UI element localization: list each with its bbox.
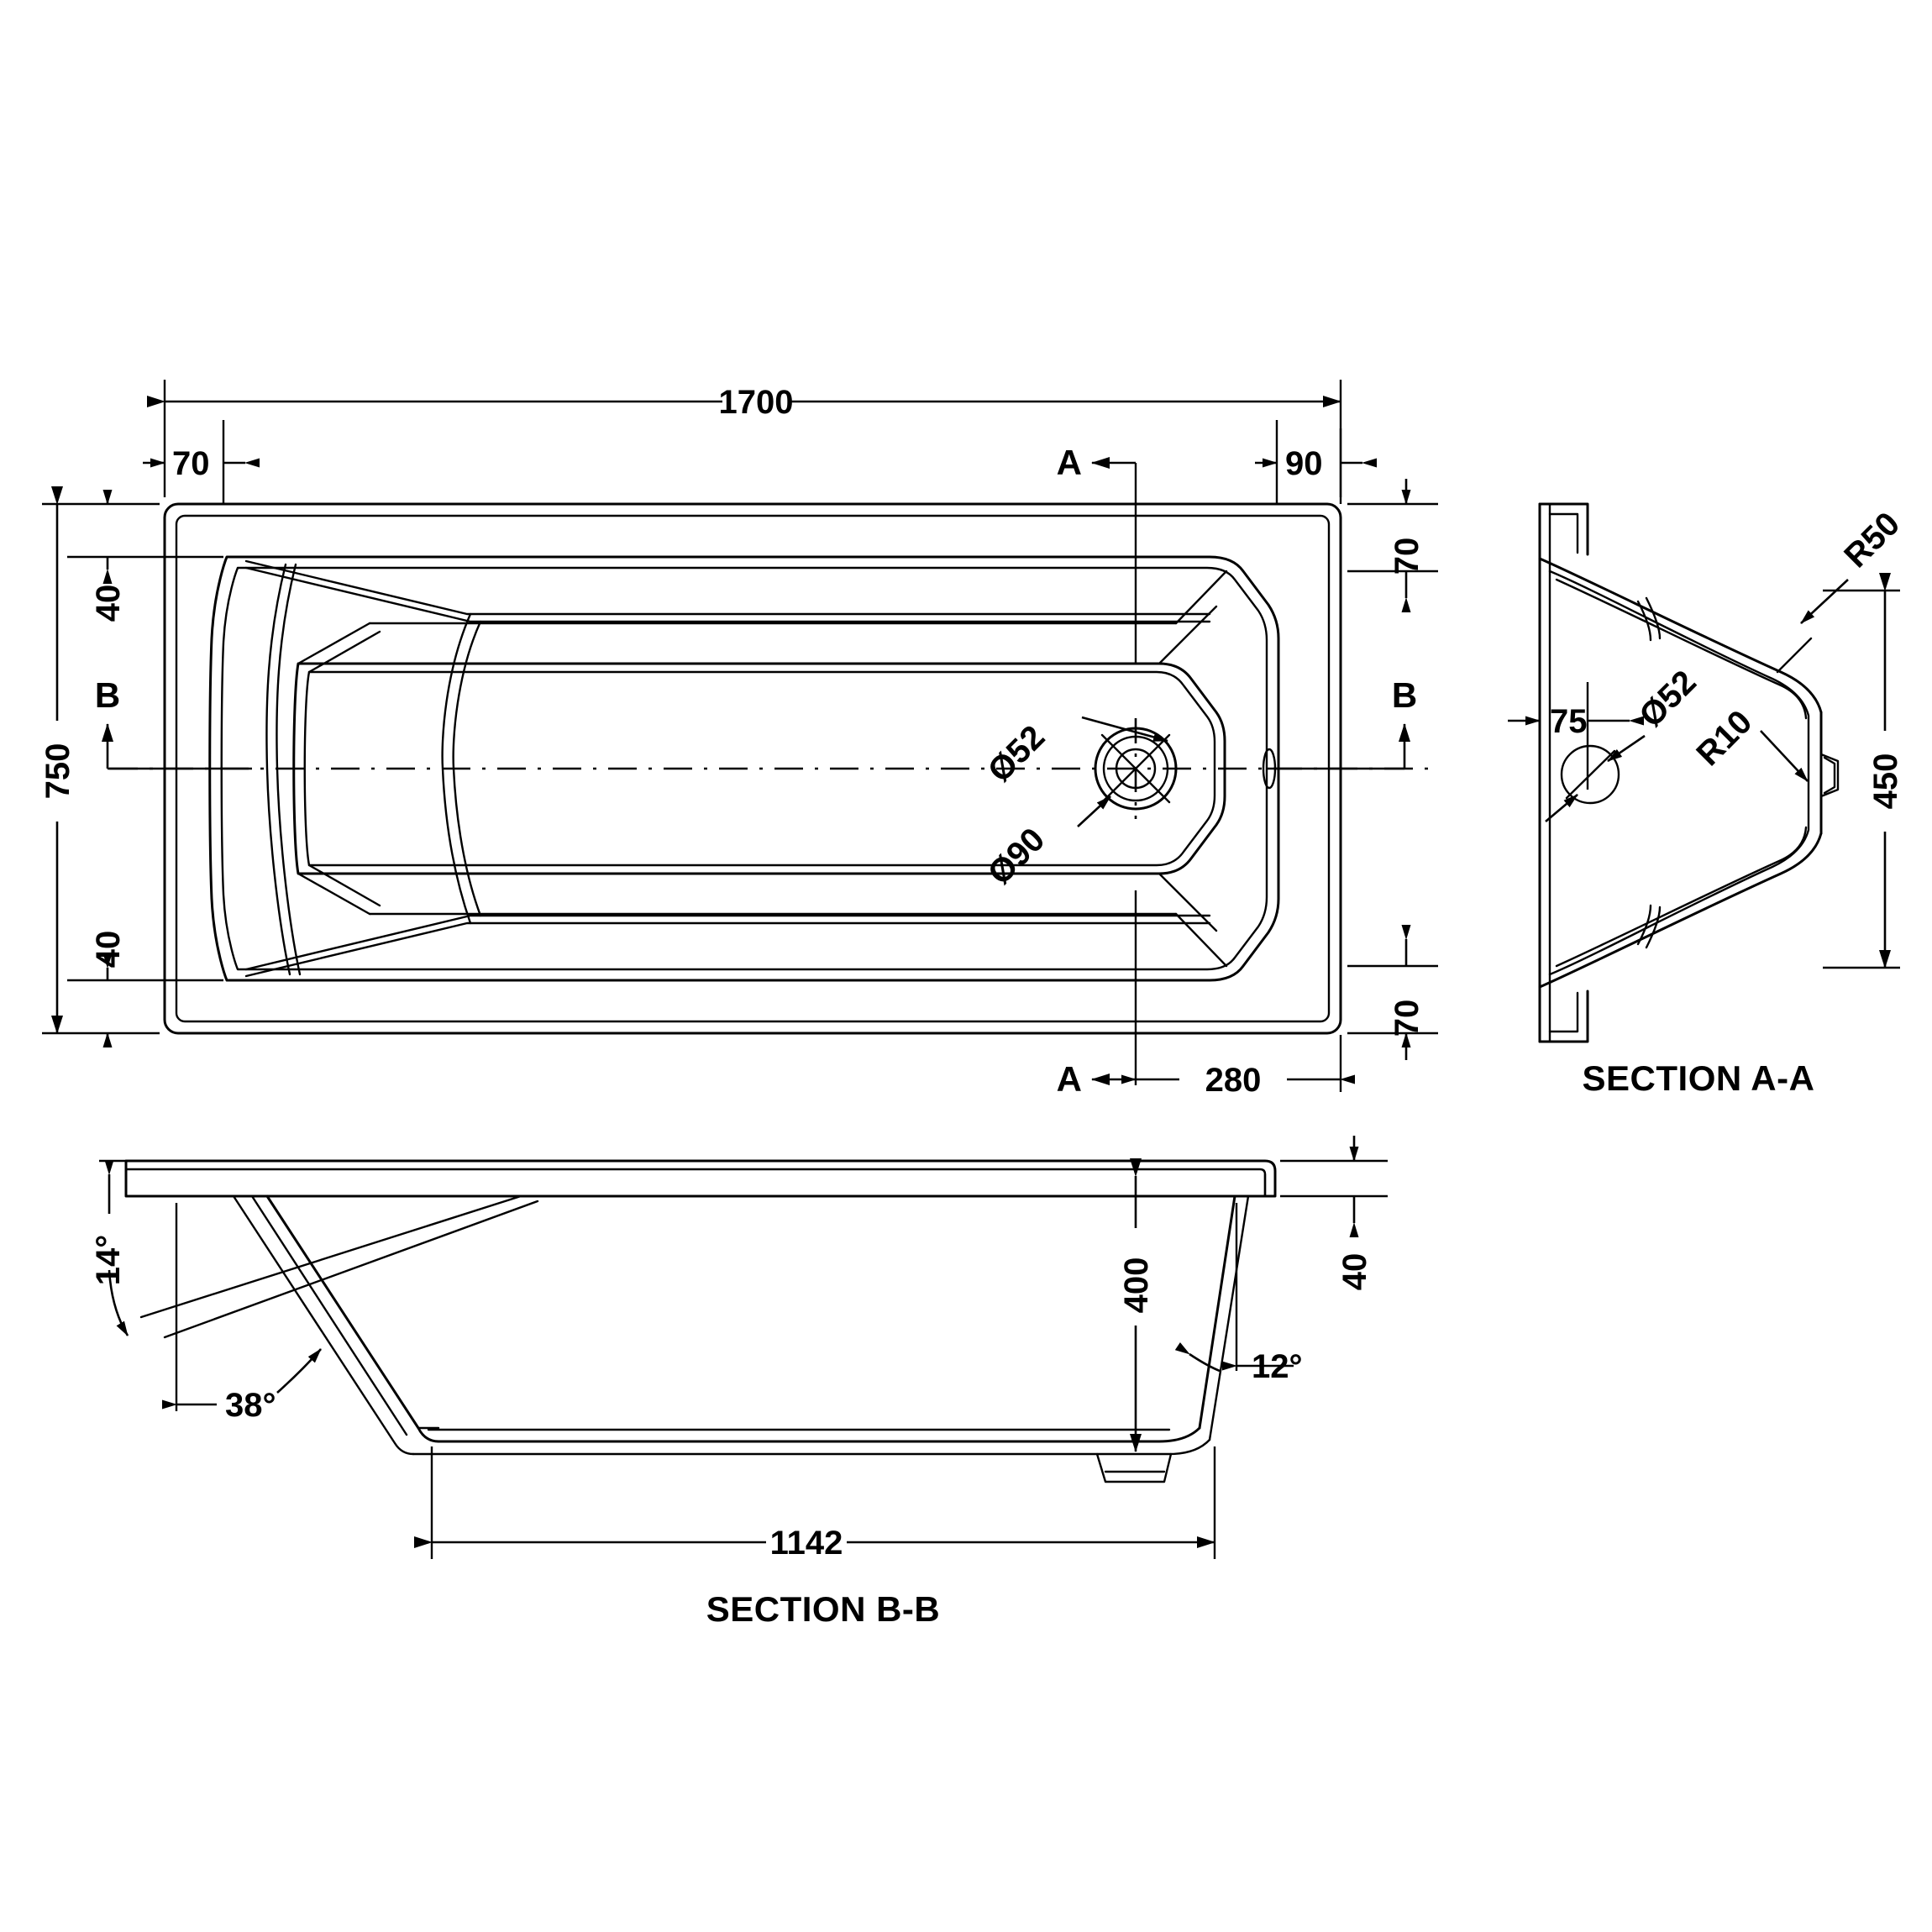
bottom-offset-label: 40 (90, 931, 127, 969)
bath-height-label: 450 (1867, 753, 1904, 810)
dim-section-bb-40: 40 (1280, 1136, 1388, 1290)
dim-section-aa-450: 450 (1823, 573, 1904, 969)
top-offset-label: 40 (90, 585, 127, 622)
section-aa-geometry (1538, 502, 1840, 1043)
base-length-label: 1142 (770, 1525, 843, 1562)
internal-depth-label: 400 (1118, 1257, 1155, 1314)
dim-right-bottom-offset: 70 (1347, 925, 1438, 1060)
section-a-bottom-letter: A (1057, 1059, 1082, 1099)
left-rim-label: 70 (172, 445, 210, 482)
right-bottom-offset-label: 70 (1389, 1000, 1425, 1037)
dim-section-bb-38deg: 38° (162, 1203, 322, 1424)
dim-bottom-offset: 40 (67, 931, 223, 1047)
section-mark-b-right: B (1267, 675, 1417, 770)
dim-section-bb-1142: 1142 (414, 1446, 1216, 1562)
section-aa-title: SECTION A-A (1583, 1058, 1815, 1098)
dim-top-offset: 40 (67, 490, 223, 622)
waste-outlet (1094, 718, 1178, 819)
section-a-top-letter: A (1057, 443, 1082, 482)
backrest-angle-label: 14° (90, 1235, 127, 1286)
dim-overall-length: 1700 (147, 380, 1342, 497)
section-b-right-letter: B (1392, 675, 1417, 715)
overall-length-label: 1700 (719, 384, 794, 421)
dim-section-bb-400: 400 (1118, 1158, 1155, 1452)
section-mark-b-left: B (95, 675, 252, 770)
dim-right-rim: 90 (1255, 420, 1377, 504)
dim-overall-width: 750 (39, 486, 160, 1035)
dim-right-top-offset: 70 (1347, 479, 1438, 612)
foot-end-angle-label: 12° (1252, 1348, 1303, 1385)
rim-thickness-label: 40 (1336, 1253, 1373, 1291)
overflow-offset-label: 75 (1550, 703, 1588, 740)
dim-left-rim: 70 (143, 420, 260, 504)
dim-section-bb-12deg: 12° (1174, 1203, 1303, 1385)
section-b-left-letter: B (95, 675, 120, 715)
section-bb-title: SECTION B-B (706, 1589, 941, 1629)
overall-width-label: 750 (39, 743, 76, 800)
plan-view-geometry (109, 502, 1428, 1035)
dim-section-aa-75: 75 (1508, 682, 1644, 790)
section-bb-geometry (124, 1159, 1277, 1483)
section-mark-a-top: A (1057, 443, 1137, 664)
waste-offset-label: 280 (1205, 1062, 1262, 1099)
head-end-angle-label: 38° (225, 1387, 276, 1424)
right-rim-label: 90 (1285, 445, 1323, 482)
right-top-offset-label: 70 (1389, 538, 1425, 575)
dim-section-bb-14deg: 14° (90, 1159, 136, 1336)
dim-waste-offset: 280 (1121, 1035, 1355, 1099)
